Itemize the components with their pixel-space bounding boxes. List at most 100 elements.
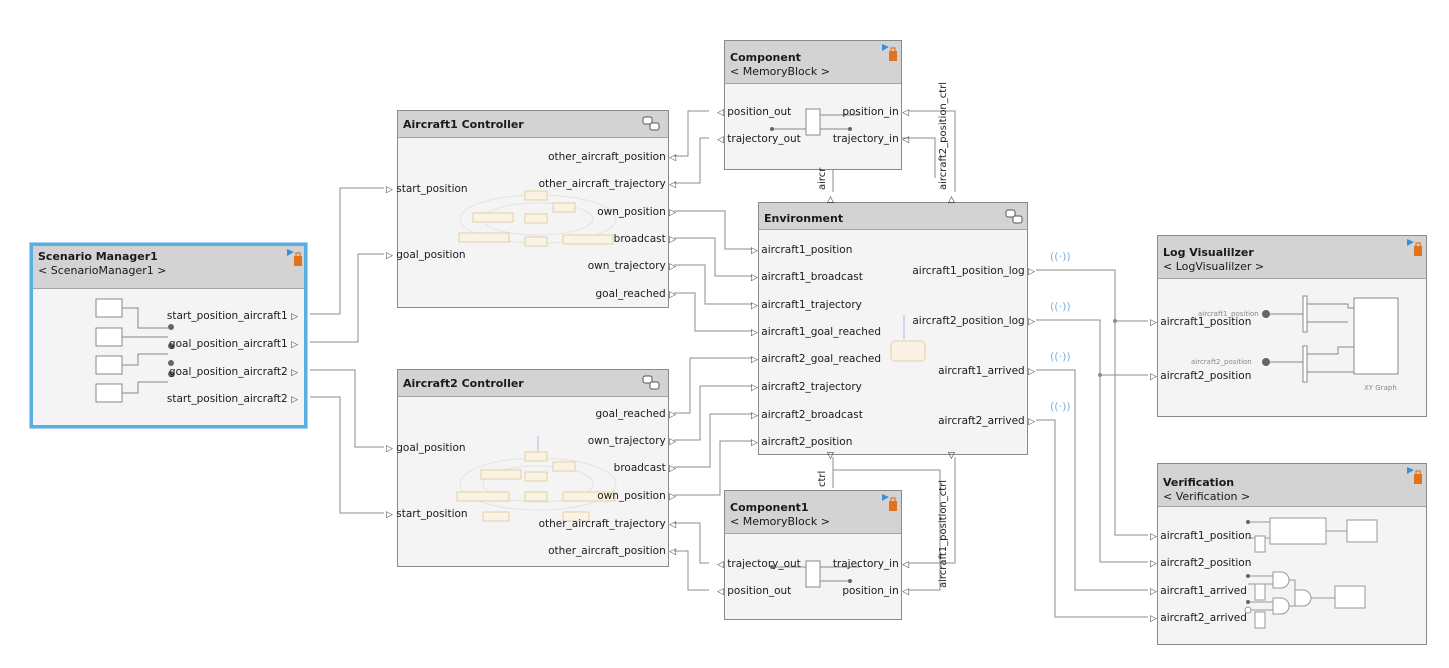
log-visualizer-block[interactable]: Log Visualilzer < LogVisualilzer > aircr…	[1150, 235, 1427, 417]
port-position-in[interactable]: position_in ◁	[842, 585, 909, 598]
inner-diagram-icon	[458, 190, 617, 247]
wire-label-aircraft2-position-ctrl: aircraft2_position_ctrl	[938, 81, 949, 190]
component-memoryblock[interactable]: Component < MemoryBlock > ◁ position_out…	[717, 40, 909, 170]
port-aircraft1-position-log[interactable]: aircraft1_position_log ▷	[912, 265, 1035, 278]
port-label: own_trajectory	[587, 435, 666, 447]
port-aircraft1-trajectory[interactable]: ▷ aircraft1_trajectory	[751, 299, 862, 312]
out-port-arrow-icon: ▷	[291, 395, 298, 405]
inner-diagram-icon	[95, 298, 174, 403]
env-top-port-right-icon[interactable]: △	[948, 195, 955, 205]
port-start-position-aircraft1[interactable]: start_position_aircraft1 ▷	[167, 310, 298, 323]
port-label: trajectory_in	[832, 133, 899, 145]
stateflow-icon	[642, 116, 660, 131]
in-port-arrow-icon: ▷	[751, 411, 758, 421]
block-title: Scenario Manager1	[38, 250, 158, 263]
port-aircraft2-arrived[interactable]: ▷ aircraft2_arrived	[1150, 612, 1247, 625]
port-aircraft1-broadcast[interactable]: ▷ aircraft1_broadcast	[751, 271, 863, 284]
port-label: aircraft1_arrived	[1160, 585, 1247, 597]
port-start-position-aircraft2[interactable]: start_position_aircraft2 ▷	[167, 393, 298, 406]
port-own-trajectory[interactable]: own_trajectory ▷	[588, 435, 676, 448]
port-start-position[interactable]: ▷ start_position	[386, 183, 468, 196]
port-goal-position[interactable]: ▷ goal_position	[386, 249, 466, 262]
port-other-aircraft-position[interactable]: other_aircraft_position ◁	[548, 545, 676, 558]
xy-graph-diagram-icon	[1262, 295, 1399, 383]
port-other-aircraft-position[interactable]: other_aircraft_position ◁	[548, 151, 676, 164]
aircraft1-controller-block[interactable]: Aircraft1 Controller ▷ start_position ▷ …	[386, 110, 676, 308]
port-label: broadcast	[613, 462, 666, 474]
in-port-arrow-icon: ▷	[1150, 559, 1157, 569]
port-other-aircraft-trajectory[interactable]: other_aircraft_trajectory ◁	[539, 518, 676, 531]
port-goal-position[interactable]: ▷ goal_position	[386, 442, 466, 455]
port-label: aircraft1_position	[1160, 530, 1252, 542]
environment-block[interactable]: Environment ▷ aircraft1_position ▷ aircr…	[751, 202, 1035, 455]
port-aircraft2-position[interactable]: ▷ aircraft2_position	[751, 436, 852, 449]
port-aircraft1-goal-reached[interactable]: ▷ aircraft1_goal_reached	[751, 326, 881, 339]
port-start-position[interactable]: ▷ start_position	[386, 508, 468, 521]
port-trajectory-out[interactable]: ◁ trajectory_out	[717, 558, 801, 571]
port-position-in[interactable]: position_in ◁	[842, 106, 909, 119]
verification-block[interactable]: Verification < Verification > ▷ aircraft…	[1150, 463, 1427, 645]
port-trajectory-in[interactable]: trajectory_in ◁	[833, 133, 909, 146]
block-title: Component1	[730, 501, 809, 514]
env-bottom-port-right-icon[interactable]: ▽	[948, 451, 955, 461]
in-port-arrow-icon: ▷	[751, 301, 758, 311]
port-label: position_out	[727, 585, 792, 597]
environment-header	[759, 203, 1027, 230]
out-port-arrow-icon: ▷	[291, 312, 298, 322]
port-goal-position-aircraft1[interactable]: goal_position_aircraft1 ▷	[169, 338, 298, 351]
port-aircraft2-position[interactable]: ▷ aircraft2_position	[1150, 370, 1251, 383]
port-own-trajectory[interactable]: own_trajectory ▷	[588, 260, 676, 273]
port-aircraft2-position-log[interactable]: aircraft2_position_log ▷	[912, 315, 1035, 328]
port-label: aircraft1_position	[761, 244, 853, 256]
scenario-manager-block[interactable]: Scenario Manager1 < ScenarioManager1 > s…	[30, 243, 307, 428]
out-port-arrow-icon: ▷	[1028, 267, 1035, 277]
port-aircraft1-position[interactable]: ▷ aircraft1_position	[751, 244, 852, 257]
port-label: start_position_aircraft2	[166, 393, 288, 405]
env-bottom-port-left-icon[interactable]: ▽	[827, 451, 834, 461]
port-label: aircraft2_position	[761, 436, 853, 448]
port-aircraft2-goal-reached[interactable]: ▷ aircraft2_goal_reached	[751, 353, 881, 366]
block-title: Aircraft2 Controller	[403, 377, 524, 390]
aircraft2-controller-block[interactable]: Aircraft2 Controller ▷ goal_position ▷ s…	[386, 369, 676, 567]
port-aircraft2-position[interactable]: ▷ aircraft2_position	[1150, 557, 1251, 570]
port-aircraft1-arrived[interactable]: ▷ aircraft1_arrived	[1150, 585, 1247, 598]
in-port-arrow-icon: ◁	[717, 560, 724, 570]
port-broadcast[interactable]: broadcast ▷	[614, 462, 676, 475]
out-port-arrow-icon: ▷	[669, 492, 676, 502]
port-aircraft1-arrived[interactable]: aircraft1_arrived ▷	[938, 365, 1035, 378]
port-position-out[interactable]: ◁ position_out	[717, 106, 791, 119]
env-top-port-left-icon[interactable]: △	[827, 195, 834, 205]
port-label: own_position	[597, 206, 666, 218]
wireless-icon: ((·))	[1050, 300, 1071, 313]
port-goal-position-aircraft2[interactable]: goal_position_aircraft2 ▷	[169, 366, 298, 379]
port-label: aircraft1_position_log	[912, 265, 1025, 277]
port-label: aircraft2_arrived	[938, 415, 1025, 427]
port-own-position[interactable]: own_position ▷	[597, 206, 676, 219]
port-label: aircraft2_position_log	[912, 315, 1025, 327]
out-port-arrow-icon: ▷	[1028, 317, 1035, 327]
in-port-arrow-icon: ▷	[386, 251, 393, 261]
port-aircraft2-broadcast[interactable]: ▷ aircraft2_broadcast	[751, 409, 863, 422]
port-aircraft2-arrived[interactable]: aircraft2_arrived ▷	[938, 415, 1035, 428]
port-aircraft1-position[interactable]: ▷ aircraft1_position	[1150, 530, 1251, 543]
port-aircraft2-trajectory[interactable]: ▷ aircraft2_trajectory	[751, 381, 862, 394]
port-own-position[interactable]: own_position ▷	[597, 490, 676, 503]
port-trajectory-in[interactable]: trajectory_in ◁	[833, 558, 909, 571]
block-title: Component	[730, 51, 801, 64]
in-port-arrow-icon: ◁	[902, 587, 909, 597]
in-port-arrow-icon: ▷	[1150, 587, 1157, 597]
in-port-arrow-icon: ◁	[717, 108, 724, 118]
port-position-out[interactable]: ◁ position_out	[717, 585, 791, 598]
block-subtitle: < ScenarioManager1 >	[38, 264, 167, 277]
port-broadcast[interactable]: broadcast ▷	[614, 233, 676, 246]
port-trajectory-out[interactable]: ◁ trajectory_out	[717, 133, 801, 146]
in-port-arrow-icon: ▷	[386, 444, 393, 454]
port-aircraft1-position[interactable]: ▷ aircraft1_position	[1150, 316, 1251, 329]
in-port-arrow-icon: ▷	[1150, 532, 1157, 542]
component1-header	[725, 491, 901, 534]
component1-memoryblock[interactable]: Component1 < MemoryBlock > ◁ trajectory_…	[717, 490, 909, 620]
port-goal-reached[interactable]: goal_reached ▷	[596, 288, 677, 301]
port-goal-reached[interactable]: goal_reached ▷	[596, 408, 677, 421]
port-other-aircraft-trajectory[interactable]: other_aircraft_trajectory ◁	[539, 178, 676, 191]
